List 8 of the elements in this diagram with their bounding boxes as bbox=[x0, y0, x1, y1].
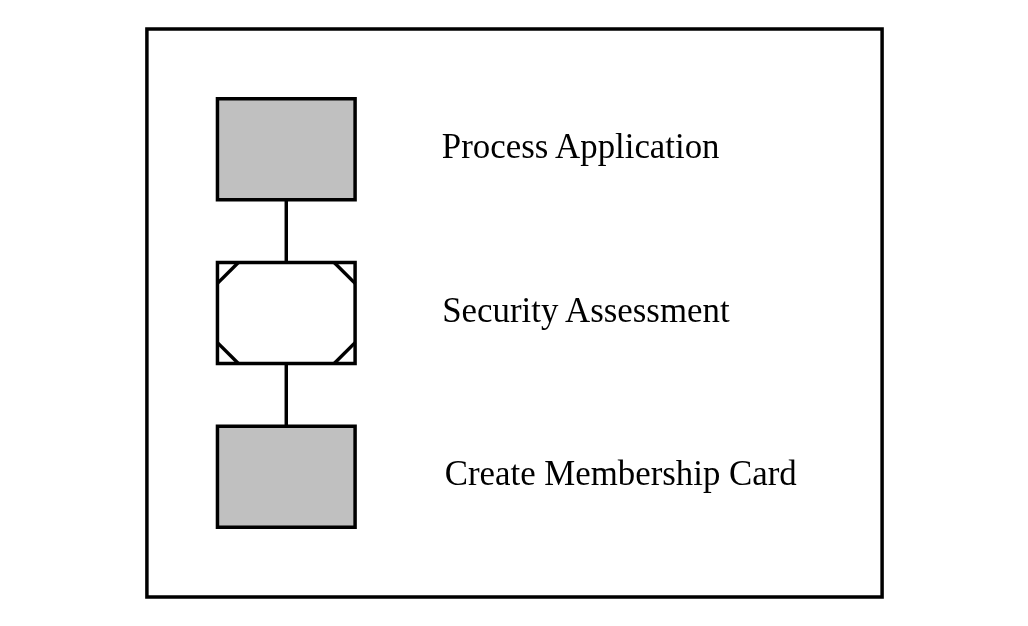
node-label: Security Assessment bbox=[441, 290, 730, 330]
connector bbox=[284, 363, 288, 426]
node-box bbox=[215, 97, 357, 202]
node-label: Process Application bbox=[441, 126, 720, 166]
cluster bbox=[144, 27, 884, 599]
node-label: Create Membership Card bbox=[444, 454, 797, 494]
node-box bbox=[215, 424, 357, 529]
connector bbox=[284, 199, 288, 263]
